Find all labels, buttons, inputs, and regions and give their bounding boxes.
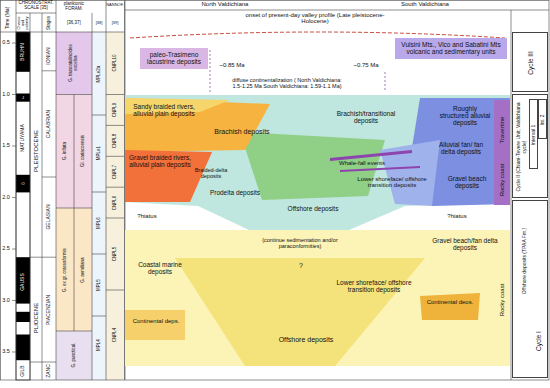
note: onset of present-day valley profile (Lat… [245,12,385,25]
facies-label: Travertine [499,107,505,153]
foram-zone: G. aemiliana [81,230,86,310]
stage-label: CALABRIAN [46,94,51,154]
epoch-label: PLEISTOCENE [33,111,39,191]
facies-label: Brachish/transitional deposits [330,111,402,125]
stage-label: IONIAN [46,43,51,69]
nanno-zone: CNPL10 [113,43,118,83]
nanno-zone: CNPL9 [113,96,118,124]
foram-zone: G. inflata [63,111,68,191]
foram-zone: Gl. cariacoensis [81,111,86,191]
time-tick: 3.0 [0,298,12,304]
stage-label: PIACENZIAN [46,275,51,345]
header: CHRONOSTRAT. SCALE [35] [16,1,56,10]
nanno-zone: CNPL6 [113,189,118,217]
facies-label: Offshore deposits [283,206,343,213]
reference: [38] [92,21,106,25]
node-text: Interval 1 [531,102,537,168]
chron-label: BRUHN [20,39,25,65]
time-tick: 3.5 [0,349,12,355]
section-heading: South Valdichiana [380,1,470,7]
facies-label: Coastal marine deposits [130,262,190,276]
section-heading: North Valdichiana [180,1,270,7]
time-tick: 1.0 [0,92,12,98]
facies-label: Alluvial fan/ fan delta deposits [432,142,490,156]
stage-label: GELASIAN [46,187,51,247]
reference: [36,37] [56,21,92,26]
zone-code: MPL6 [97,208,102,238]
facies-label: Rocky coast [499,275,505,325]
node-text: Int. 2 [540,101,546,139]
foram-zone: G. ex gr. crassaformis [63,225,68,315]
facies-label: Gravel braided rivers, alluvial plain de… [128,155,192,169]
chron-label: O [19,182,27,186]
foram-zone: G. truncatulinoides excelsa [69,40,78,86]
facies-label: Lower shoreface/ offshore transition dep… [350,176,434,189]
nanno-zone: CNPL7 [113,158,118,186]
interval-box: Int. 2 [538,99,547,139]
header: Stages [47,14,52,32]
zone-code: MPLe2a [97,56,102,92]
header: Time (Ma) [5,4,10,32]
epoch-label: PLIOCENE [33,288,39,348]
stage-label: ZANC [46,363,51,379]
cycle-box: Cycle I Offshore deposits (TPAA Fm.) [512,200,548,378]
header: Chrons and polarity [17,14,30,32]
nanno-zone: CNPL5 [113,239,118,269]
header: planktonic FORAM. [56,2,92,11]
facies-label: Brachish deposits [212,128,272,135]
facies-label: Continental deps. [130,318,182,324]
facies-label: Rocky coast [499,160,505,200]
node-text: paleo-Trasimeno lacustrine deposits [143,51,205,65]
interval-box: Interval 1 [529,99,538,169]
time-tick: 0.5 [0,40,12,46]
hiatus-label: ?hiatus [130,213,164,219]
facies-label: Roughly structured alluvial deposits [438,106,492,126]
node-text: Cycle I [535,306,542,376]
nanno-zone: CNPL4 [113,320,118,350]
zone-code: MPL4 [97,330,102,360]
reference: [39] [106,21,124,25]
zone-code: MPL5 [97,270,102,300]
facies-label: Sandy braided rivers, alluvial plain dep… [128,104,200,118]
chron-label: MATUYAMA [20,118,25,158]
facies-label: Prodelta deposits [205,190,265,197]
hiatus-label: ?hiatus [440,213,474,219]
node-text: Cycle III [527,35,534,91]
facies-label: Whale-fall events [330,160,394,166]
facies-label: Braided-delta deposits [190,168,232,180]
facies-label: Offshore deposits [266,336,346,343]
deposit-box: Vulsini Mts., Vico and Sabatini Mts volc… [395,38,507,59]
time-tick: 2.5 [0,246,12,252]
node-text: Offshore deposits (TPAA Fm.) [522,206,528,316]
age-note: ~0.75 Ma [348,62,384,68]
chron-label: J [19,96,27,100]
deposit-box: paleo-Trasimeno lacustrine deposits [140,48,208,69]
node-text: Cycle II (Chiani-Tevere Unit; Valdichian… [516,97,527,197]
facies-label: Gravel beach/fan delta deposits [432,238,498,252]
node-text: Vulsini Mts., Vico and Sabatini Mts volc… [398,41,504,55]
chron-label: GAUSS [20,267,25,297]
nanno-zone: CNPL8 [113,127,118,155]
note: (continue sedimentation and/or paraconfo… [250,238,350,250]
zone-code: MPLe1 [97,135,102,171]
time-tick: 2.0 [0,195,12,201]
age-note: ~0.85 Ma [214,62,250,68]
header: NANNOF. [106,3,124,7]
facies-label: Gravel beach deposits [442,176,492,190]
cycle-box: Cycle II (Chiani-Tevere Unit; Valdichian… [512,94,548,198]
note: diffuse continentalization ( North Valdi… [232,78,342,90]
facies-label: Continental deos. [424,299,476,305]
facies-label: Lower shoreface/ offshore transition dep… [328,280,420,294]
note: ? [296,262,306,269]
chron-label: GILB [20,361,25,381]
cycle-box: Cycle III [512,32,548,92]
foram-zone: G. puncticul. [72,335,77,375]
time-tick: 1.5 [0,143,12,149]
